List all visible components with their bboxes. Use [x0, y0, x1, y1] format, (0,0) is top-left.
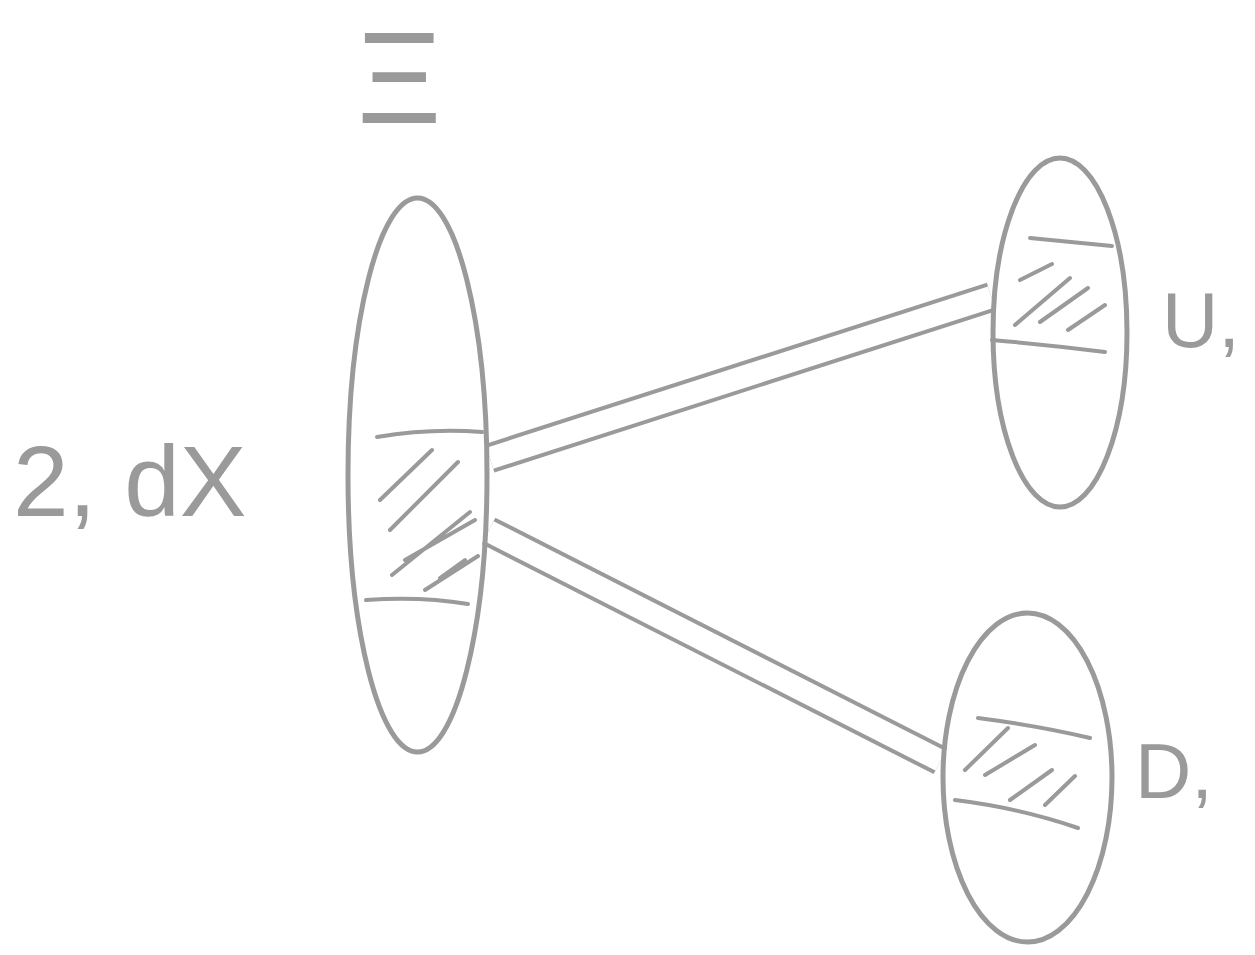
- tube-connector: [489, 531, 941, 761]
- hatch-lines: [965, 728, 1075, 805]
- band-edge: [955, 800, 1078, 828]
- oval-node: D,: [940, 610, 1115, 945]
- tube-wall: [489, 531, 941, 761]
- band-edge: [366, 599, 468, 604]
- oval-label: Ξ: [357, 13, 442, 143]
- oval-node: Ξ2, dX: [345, 195, 490, 755]
- band-edge: [377, 431, 482, 437]
- oval-node: U,: [990, 155, 1130, 510]
- tube-inner: [489, 531, 941, 761]
- band-edge: [978, 718, 1090, 738]
- tube-wall: [490, 297, 992, 458]
- oval-outline: [348, 198, 487, 752]
- hatch-lines: [380, 450, 478, 590]
- oval-outline: [990, 155, 1130, 510]
- oval-outline: [943, 613, 1112, 942]
- side-label: 2, dX: [13, 431, 247, 531]
- hatch-lines: [1015, 264, 1105, 330]
- band-edge: [1030, 238, 1112, 246]
- oval-label: D,: [1135, 732, 1213, 810]
- tube-inner: [490, 297, 992, 458]
- oval-label: U,: [1162, 281, 1240, 359]
- band-edge: [992, 340, 1105, 352]
- oval-outline: [345, 195, 490, 755]
- oval-outline: [940, 610, 1115, 945]
- tube-connector: [490, 297, 992, 458]
- oval-outline: [993, 158, 1127, 507]
